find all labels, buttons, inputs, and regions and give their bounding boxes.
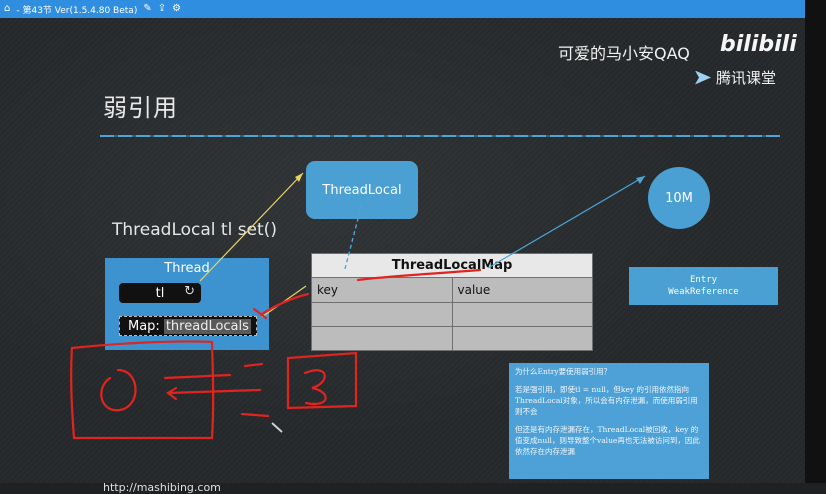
edit-icon[interactable]: ✎	[143, 3, 152, 14]
cursor-pointer-icon	[271, 422, 283, 433]
table-cell	[311, 301, 453, 327]
table-cell	[451, 325, 593, 352]
home-icon[interactable]: ⌂	[4, 3, 11, 14]
bilibili-logo: bilibili	[720, 32, 797, 57]
tl-label: tl	[155, 285, 165, 301]
arrowhead	[636, 176, 645, 184]
table-title: ThreadLocalMap	[311, 252, 593, 279]
heap-box-drawing	[70, 340, 215, 440]
table-row: key value	[311, 277, 593, 303]
stack-line-bottom	[166, 388, 262, 395]
stack-line-top	[163, 373, 232, 380]
table-cell-key: key	[311, 277, 453, 303]
refresh-icon: ↻	[184, 284, 195, 299]
thread-box: Thread tl ↻ Map: threadLocals	[105, 258, 269, 350]
tencent-classroom-watermark: 腾讯课堂	[695, 67, 776, 88]
code-snippet: ThreadLocal tl set()	[112, 220, 277, 240]
map-field-pill: Map: threadLocals	[119, 316, 257, 336]
number-3-drawing	[303, 369, 327, 406]
app-title-bar: ⌂ - 第43节 Ver(1.5.4.80 Beta) ✎ ⇪ ⚙	[0, 0, 805, 18]
circle-drawing	[100, 368, 137, 412]
entry-label: Entry	[689, 275, 718, 285]
settings-icon[interactable]: ⚙	[172, 3, 182, 14]
app-title: - 第43节 Ver(1.5.4.80 Beta)	[16, 5, 138, 16]
explanation-note: 为什么Entry要使用弱引用？ 若是强引用，即使tl = null，但key 的…	[509, 363, 709, 479]
side-scroll-strip	[805, 0, 826, 483]
table-header-row: ThreadLocalMap	[311, 252, 593, 279]
threadlocalmap-table: ThreadLocalMap key value	[311, 252, 593, 352]
table-cell-value: value	[451, 277, 593, 303]
slide-canvas: 可爱的马小安QAQ bilibili 腾讯课堂 弱引用 ThreadLocal …	[0, 18, 805, 494]
weakreference-label: WeakReference	[668, 287, 739, 297]
play-logo-icon	[695, 70, 711, 85]
thread-title: Thread	[164, 261, 210, 276]
table-row	[311, 301, 593, 327]
tl-variable-pill: tl ↻	[119, 283, 201, 303]
object-box-drawing	[286, 351, 358, 410]
table-cell	[311, 325, 453, 352]
arrowhead	[295, 173, 303, 182]
memory-object-circle: 10M	[648, 167, 710, 229]
slide-title: 弱引用	[103, 94, 178, 122]
threadlocal-object-box: ThreadLocal	[306, 161, 418, 219]
entry-weakreference-box: Entry WeakReference	[629, 267, 778, 305]
note-question: 为什么Entry要使用弱引用？	[515, 367, 612, 376]
note-paragraph-1: 若是强引用，即使tl = null，但key 的引用依然指向ThreadLoca…	[515, 385, 698, 416]
map-value: threadLocals	[163, 318, 251, 334]
table-row	[311, 325, 593, 352]
arrow-left-head	[166, 386, 178, 401]
uploader-watermark: 可爱的马小安QAQ	[558, 44, 690, 63]
share-icon[interactable]: ⇪	[157, 3, 167, 14]
map-label: Map:	[128, 318, 160, 334]
note-paragraph-2: 但还是有内存泄漏存在，ThreadLocal被回收，key 的值变成null，则…	[515, 425, 700, 456]
table-cell	[451, 301, 593, 327]
title-divider	[100, 135, 780, 137]
small-mark	[243, 362, 264, 368]
platform-label: 腾讯课堂	[716, 69, 777, 87]
dash-mark	[240, 412, 270, 418]
